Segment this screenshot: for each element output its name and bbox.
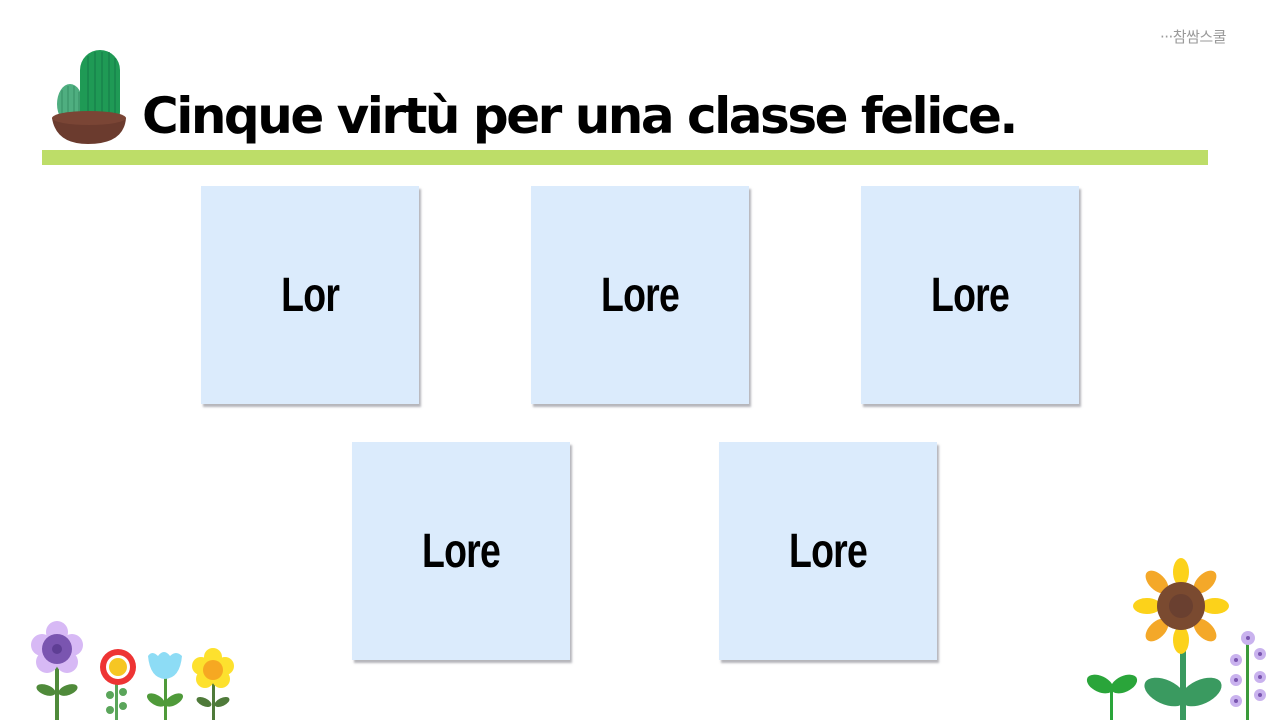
lavender-bellflower-icon: [1230, 631, 1266, 720]
virtue-card-3[interactable]: Lore: [861, 186, 1079, 404]
virtue-card-label: Lore: [600, 268, 680, 322]
cactus-pot-icon: [52, 50, 126, 144]
virtue-card-4[interactable]: Lore: [352, 442, 570, 660]
virtue-card-label: Lore: [421, 524, 501, 578]
title-underline: [42, 150, 1208, 165]
purple-flower-icon: [31, 621, 83, 720]
brand-logo-text: ···참쌈스쿨: [1160, 28, 1227, 46]
virtue-card-label: Lor: [281, 268, 340, 322]
red-flower-icon: [100, 649, 136, 720]
yellow-flower-icon: [192, 648, 234, 720]
brand-logo: ···참쌈스쿨: [1160, 26, 1227, 47]
page-title: Cinque virtù per una classe felice.: [142, 87, 1018, 145]
virtue-card-5[interactable]: Lore: [719, 442, 937, 660]
virtue-card-label: Lore: [930, 268, 1010, 322]
virtue-card-2[interactable]: Lore: [531, 186, 749, 404]
blue-tulip-icon: [146, 652, 184, 720]
sunflower-icon: [1133, 558, 1229, 720]
virtue-card-label: Lore: [788, 524, 868, 578]
flowers-right-decoration: [1086, 558, 1266, 720]
virtue-card-1[interactable]: Lor: [201, 186, 419, 404]
flowers-left-decoration: [31, 621, 234, 720]
sprout-icon: [1086, 674, 1138, 720]
